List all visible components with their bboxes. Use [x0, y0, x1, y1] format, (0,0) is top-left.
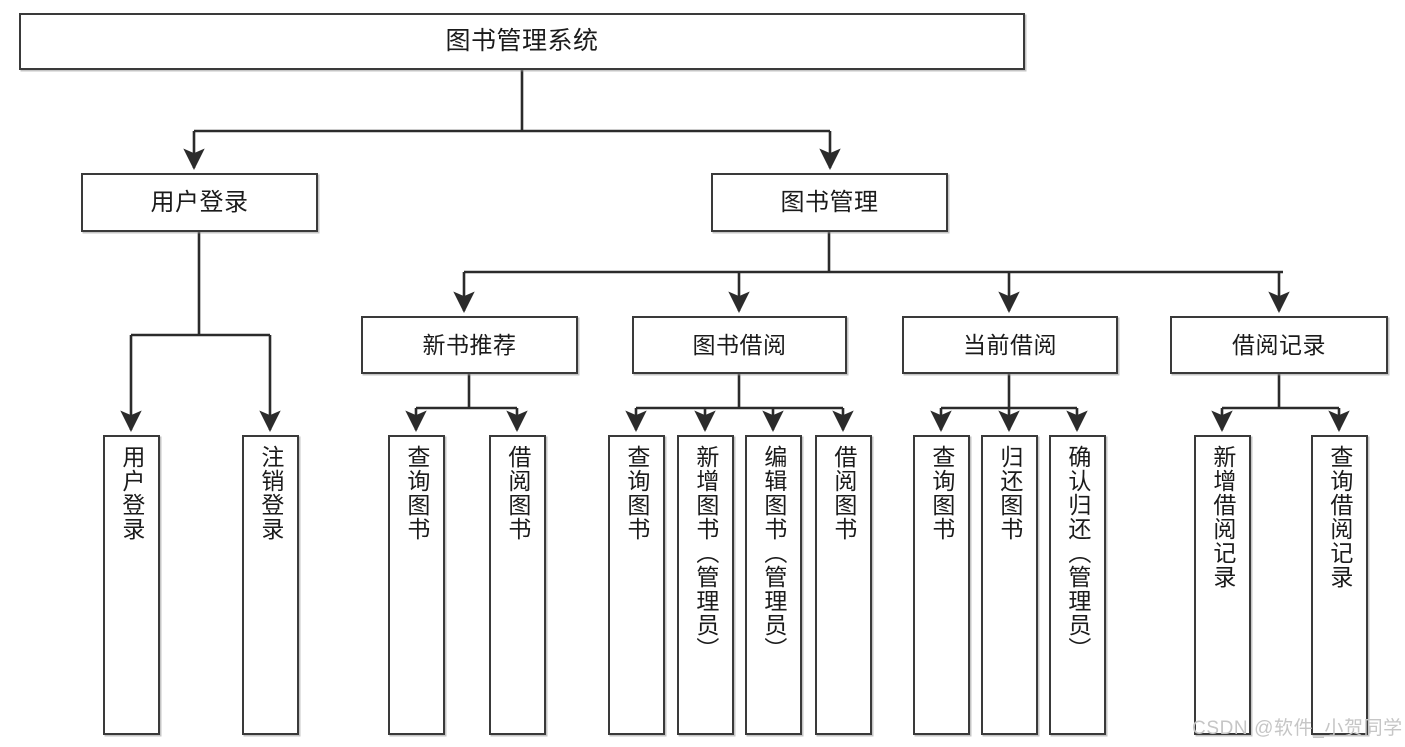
node-label: 查询借阅记录: [1326, 445, 1353, 589]
node-leaf-borrow-book-new-recommend[interactable]: 借阅图书: [489, 435, 546, 735]
node-root-book-management-system[interactable]: 图书管理系统: [19, 13, 1025, 70]
node-book-borrow[interactable]: 图书借阅: [632, 316, 847, 374]
node-book-management[interactable]: 图书管理: [711, 173, 948, 232]
node-label: 注销登录: [257, 445, 284, 541]
node-label: 用户登录: [118, 445, 145, 541]
node-label: 图书借阅: [692, 331, 787, 358]
node-label: 编辑图书（管理员）: [760, 445, 787, 661]
node-leaf-user-login[interactable]: 用户登录: [103, 435, 160, 735]
node-label: 归还图书: [996, 445, 1023, 541]
node-leaf-query-book-new-recommend[interactable]: 查询图书: [388, 435, 445, 735]
node-new-book-recommend[interactable]: 新书推荐: [361, 316, 578, 374]
node-label: 借阅图书: [504, 445, 531, 541]
node-leaf-query-book-borrow[interactable]: 查询图书: [608, 435, 665, 735]
node-label: 查询图书: [928, 445, 955, 541]
watermark-csdn: CSDN @软件_小贺同学: [1192, 718, 1403, 739]
node-label: 图书管理: [780, 188, 879, 216]
node-user-login[interactable]: 用户登录: [81, 173, 318, 232]
node-label: 用户登录: [150, 188, 249, 216]
node-leaf-add-borrow-record[interactable]: 新增借阅记录: [1194, 435, 1251, 735]
node-borrow-record[interactable]: 借阅记录: [1170, 316, 1388, 374]
node-leaf-edit-book-admin[interactable]: 编辑图书（管理员）: [745, 435, 802, 735]
node-label: 借阅图书: [830, 445, 857, 541]
node-leaf-return-book[interactable]: 归还图书: [981, 435, 1038, 735]
node-label: 新增图书（管理员）: [692, 445, 719, 661]
node-label: 新书推荐: [422, 331, 517, 358]
node-label: 图书管理系统: [445, 26, 599, 55]
node-label: 新增借阅记录: [1209, 445, 1236, 589]
node-label: 确认归还（管理员）: [1064, 445, 1091, 661]
node-label: 查询图书: [403, 445, 430, 541]
node-leaf-query-book-current[interactable]: 查询图书: [913, 435, 970, 735]
node-leaf-logout-login[interactable]: 注销登录: [242, 435, 299, 735]
node-label: 借阅记录: [1232, 331, 1326, 358]
node-leaf-borrow-book[interactable]: 借阅图书: [815, 435, 872, 735]
node-leaf-add-book-admin[interactable]: 新增图书（管理员）: [677, 435, 734, 735]
node-label: 查询图书: [623, 445, 650, 541]
node-leaf-confirm-return-admin[interactable]: 确认归还（管理员）: [1049, 435, 1106, 735]
node-current-borrow[interactable]: 当前借阅: [902, 316, 1118, 374]
node-label: 当前借阅: [963, 331, 1057, 358]
node-leaf-query-borrow-record[interactable]: 查询借阅记录: [1311, 435, 1368, 735]
